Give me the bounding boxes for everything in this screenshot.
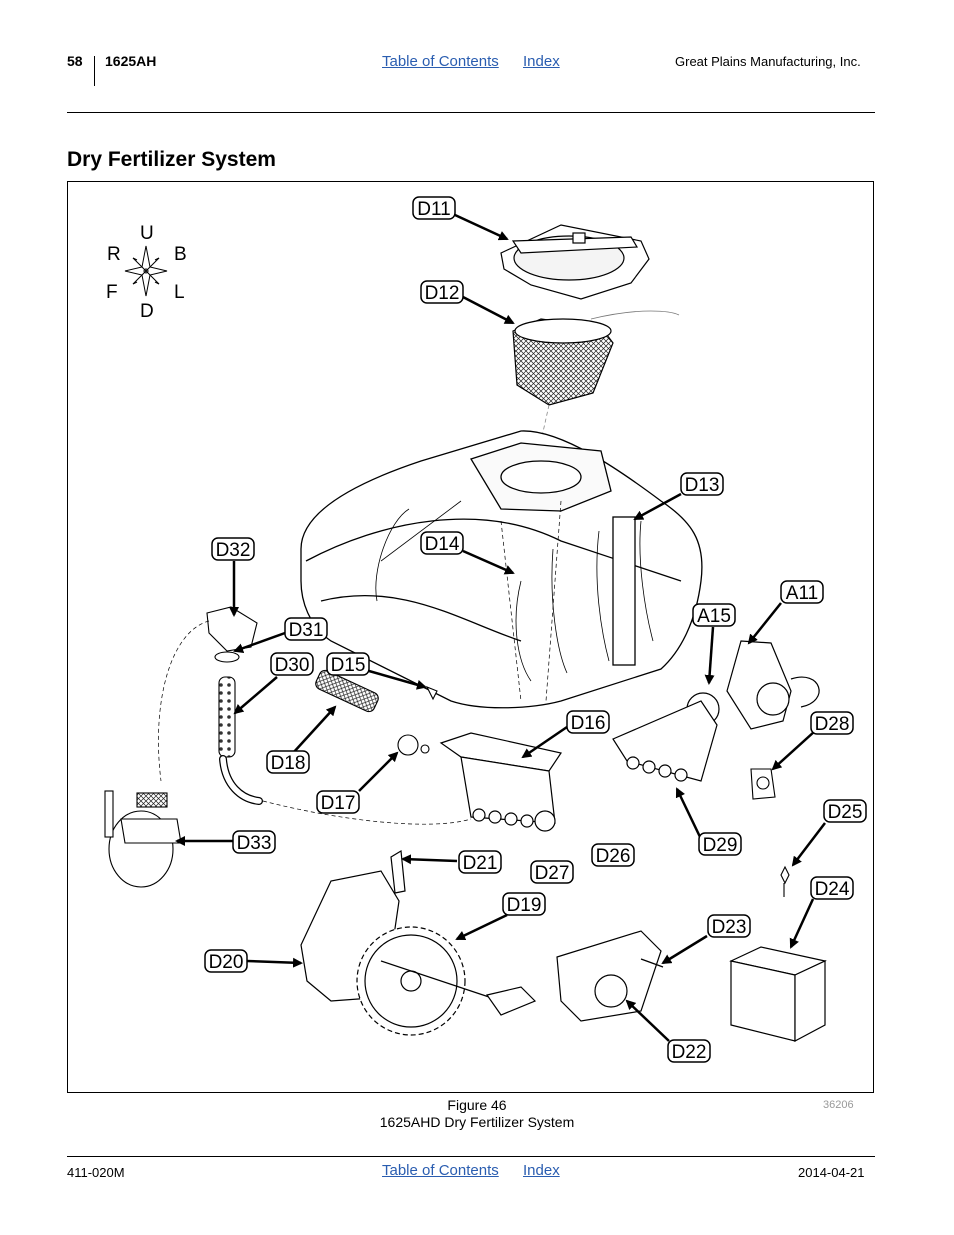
callout-d28: D28 [815,714,850,735]
callout-d11: D11 [417,199,450,220]
callout-d31: D31 [289,620,324,641]
revision-date: 2014-04-21 [798,1165,865,1180]
callout-d24: D24 [815,879,850,900]
callout-d12: D12 [425,283,460,304]
hopper-lid-part [500,224,650,300]
callout-d19: D19 [507,895,542,916]
callout-d20: D20 [209,952,244,973]
index-link-bottom[interactable]: Index [523,1162,560,1179]
callout-d26: D26 [596,846,631,867]
callout-d16: D16 [571,713,606,734]
screen-basket-part [512,318,614,406]
compass-up-label: U [140,223,154,244]
callout-d33: D33 [237,833,272,854]
model-label: 1625AH [105,53,157,69]
callout-d15: D15 [331,655,366,676]
callout-d14: D14 [425,534,460,555]
compass-left-label: L [174,282,185,303]
compass-right-label: R [107,244,121,265]
callout-d32: D32 [216,540,251,561]
figure-caption: 1625AHD Dry Fertilizer System [379,1114,575,1130]
bracket-part [750,768,790,897]
exploded-parts-diagram: U R B F L D [104,196,867,1063]
callout-d30: D30 [275,655,310,676]
header-rule [67,112,875,113]
drive-sprocket-assembly-part [300,849,537,1036]
callout-d25: D25 [828,802,863,823]
callout-d13: D13 [685,475,720,496]
callout-d21: D21 [463,853,498,874]
drive-wheel-assembly-part [104,790,182,888]
compass-front-label: F [106,282,118,303]
company-name: Great Plains Manufacturing, Inc. [675,54,861,69]
footer-rule [67,1156,875,1157]
figure-frame: U R B F L D [67,181,874,1093]
page-number: 58 [67,53,83,69]
callout-d18: D18 [271,753,306,774]
fertilizer-hopper-part [300,430,703,709]
metering-auger-part [315,669,438,756]
compass-rose [124,245,168,297]
art-number: 36206 [823,1099,854,1111]
callout-d22: D22 [672,1042,707,1063]
hose-adapter-parts [206,606,263,805]
gearbox-part [556,930,664,1022]
toc-link-bottom[interactable]: Table of Contents [382,1162,499,1179]
header-divider [94,56,95,86]
doc-number: 411-020M [67,1165,125,1180]
callout-d17: D17 [321,793,356,814]
meter-housing-part [439,732,562,832]
compass-down-label: D [140,301,154,322]
index-link-top[interactable]: Index [523,53,560,70]
fan-assembly-part [612,640,820,782]
figure-number: Figure 46 [447,1097,507,1113]
compass-back-label: B [174,244,187,265]
toc-link-top[interactable]: Table of Contents [382,53,499,70]
callout-d29: D29 [703,835,738,856]
section-title: Dry Fertilizer System [67,148,276,171]
callout-d27: D27 [535,863,570,884]
callout-a11: A11 [786,583,818,604]
storage-box-part [729,946,827,1042]
callout-d23: D23 [712,917,747,938]
callout-a15: A15 [697,606,731,627]
